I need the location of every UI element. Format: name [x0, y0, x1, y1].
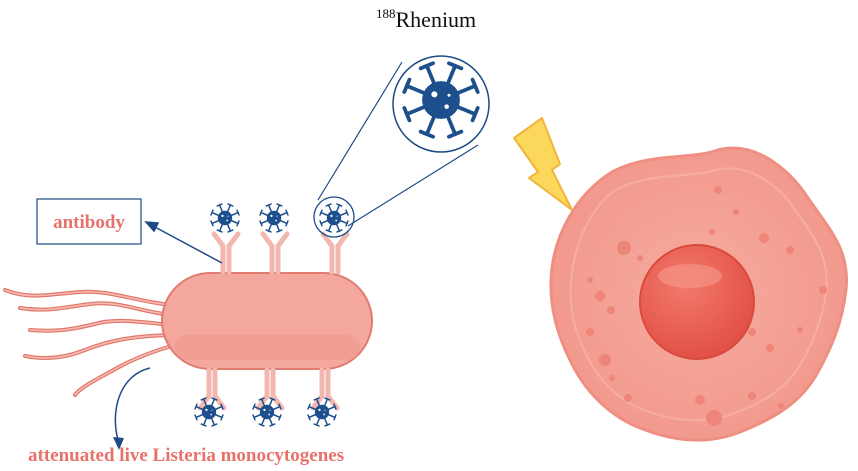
flagella-highlight [4, 289, 176, 396]
isotope-mass-number: 188 [376, 6, 396, 21]
antibody-top-3 [320, 231, 350, 275]
cell-granule [637, 255, 643, 261]
particle-top-3 [319, 203, 349, 233]
bacterium-label: attenuated live Listeria monocytogenes [28, 445, 344, 466]
cell-granule [733, 209, 739, 215]
particle-top-1 [210, 203, 240, 233]
cell-granule [797, 327, 803, 333]
bacterium-shade [175, 335, 360, 360]
antibody-pointer-arrow [144, 221, 223, 264]
antibody-label-box [36, 198, 142, 245]
tumor-cell-inner-rim [569, 167, 828, 422]
cell-granule [714, 186, 722, 194]
cell-granule [609, 375, 615, 381]
antibodies-bottom [197, 367, 340, 411]
antibody-bottom-1 [197, 367, 227, 411]
cell-granule [706, 410, 722, 426]
cell-granule [786, 246, 794, 254]
cell-granule [586, 328, 594, 336]
cell-granule [709, 229, 715, 235]
cell-granule [766, 344, 774, 352]
antibody-top-2 [260, 231, 290, 275]
isotope-element-name: Rhenium [396, 7, 477, 32]
particle-top-2 [259, 203, 289, 233]
zoom-source-circle [313, 196, 355, 238]
cell-granule [819, 286, 827, 294]
virus-particle-icon [402, 61, 480, 139]
particle-bottom-3 [307, 397, 337, 427]
cell-granule [607, 306, 615, 314]
cell-granule [617, 241, 631, 255]
isotope-title: 188Rhenium [376, 6, 476, 32]
cell-granule [624, 394, 632, 402]
antibody-bottom-3 [310, 367, 340, 411]
zoom-lines [317, 61, 479, 227]
antibody-top-1 [211, 231, 241, 275]
cell-granules [586, 186, 827, 426]
cell-granule [695, 395, 705, 405]
radioactive-particles [194, 196, 355, 427]
particle-bottom-1 [194, 397, 224, 427]
particle-bottom-2 [252, 397, 282, 427]
cell-granule [587, 277, 593, 283]
magnified-particle [402, 61, 480, 139]
antibodies-top [211, 231, 350, 275]
lightning-bolt-icon [513, 117, 573, 211]
cell-granule [778, 403, 784, 409]
nucleus-highlight [658, 264, 722, 288]
antibody-label: antibody [53, 212, 125, 233]
cell-granule [599, 354, 611, 366]
cell-granule [759, 233, 769, 243]
flagella [3, 288, 177, 397]
cell-granule [748, 328, 756, 336]
bacterium-pointer-arrow [113, 367, 151, 450]
cell-granule [748, 392, 756, 400]
antibody-bottom-2 [255, 367, 285, 411]
tumor-nucleus [639, 244, 755, 360]
cell-granule [595, 291, 605, 301]
